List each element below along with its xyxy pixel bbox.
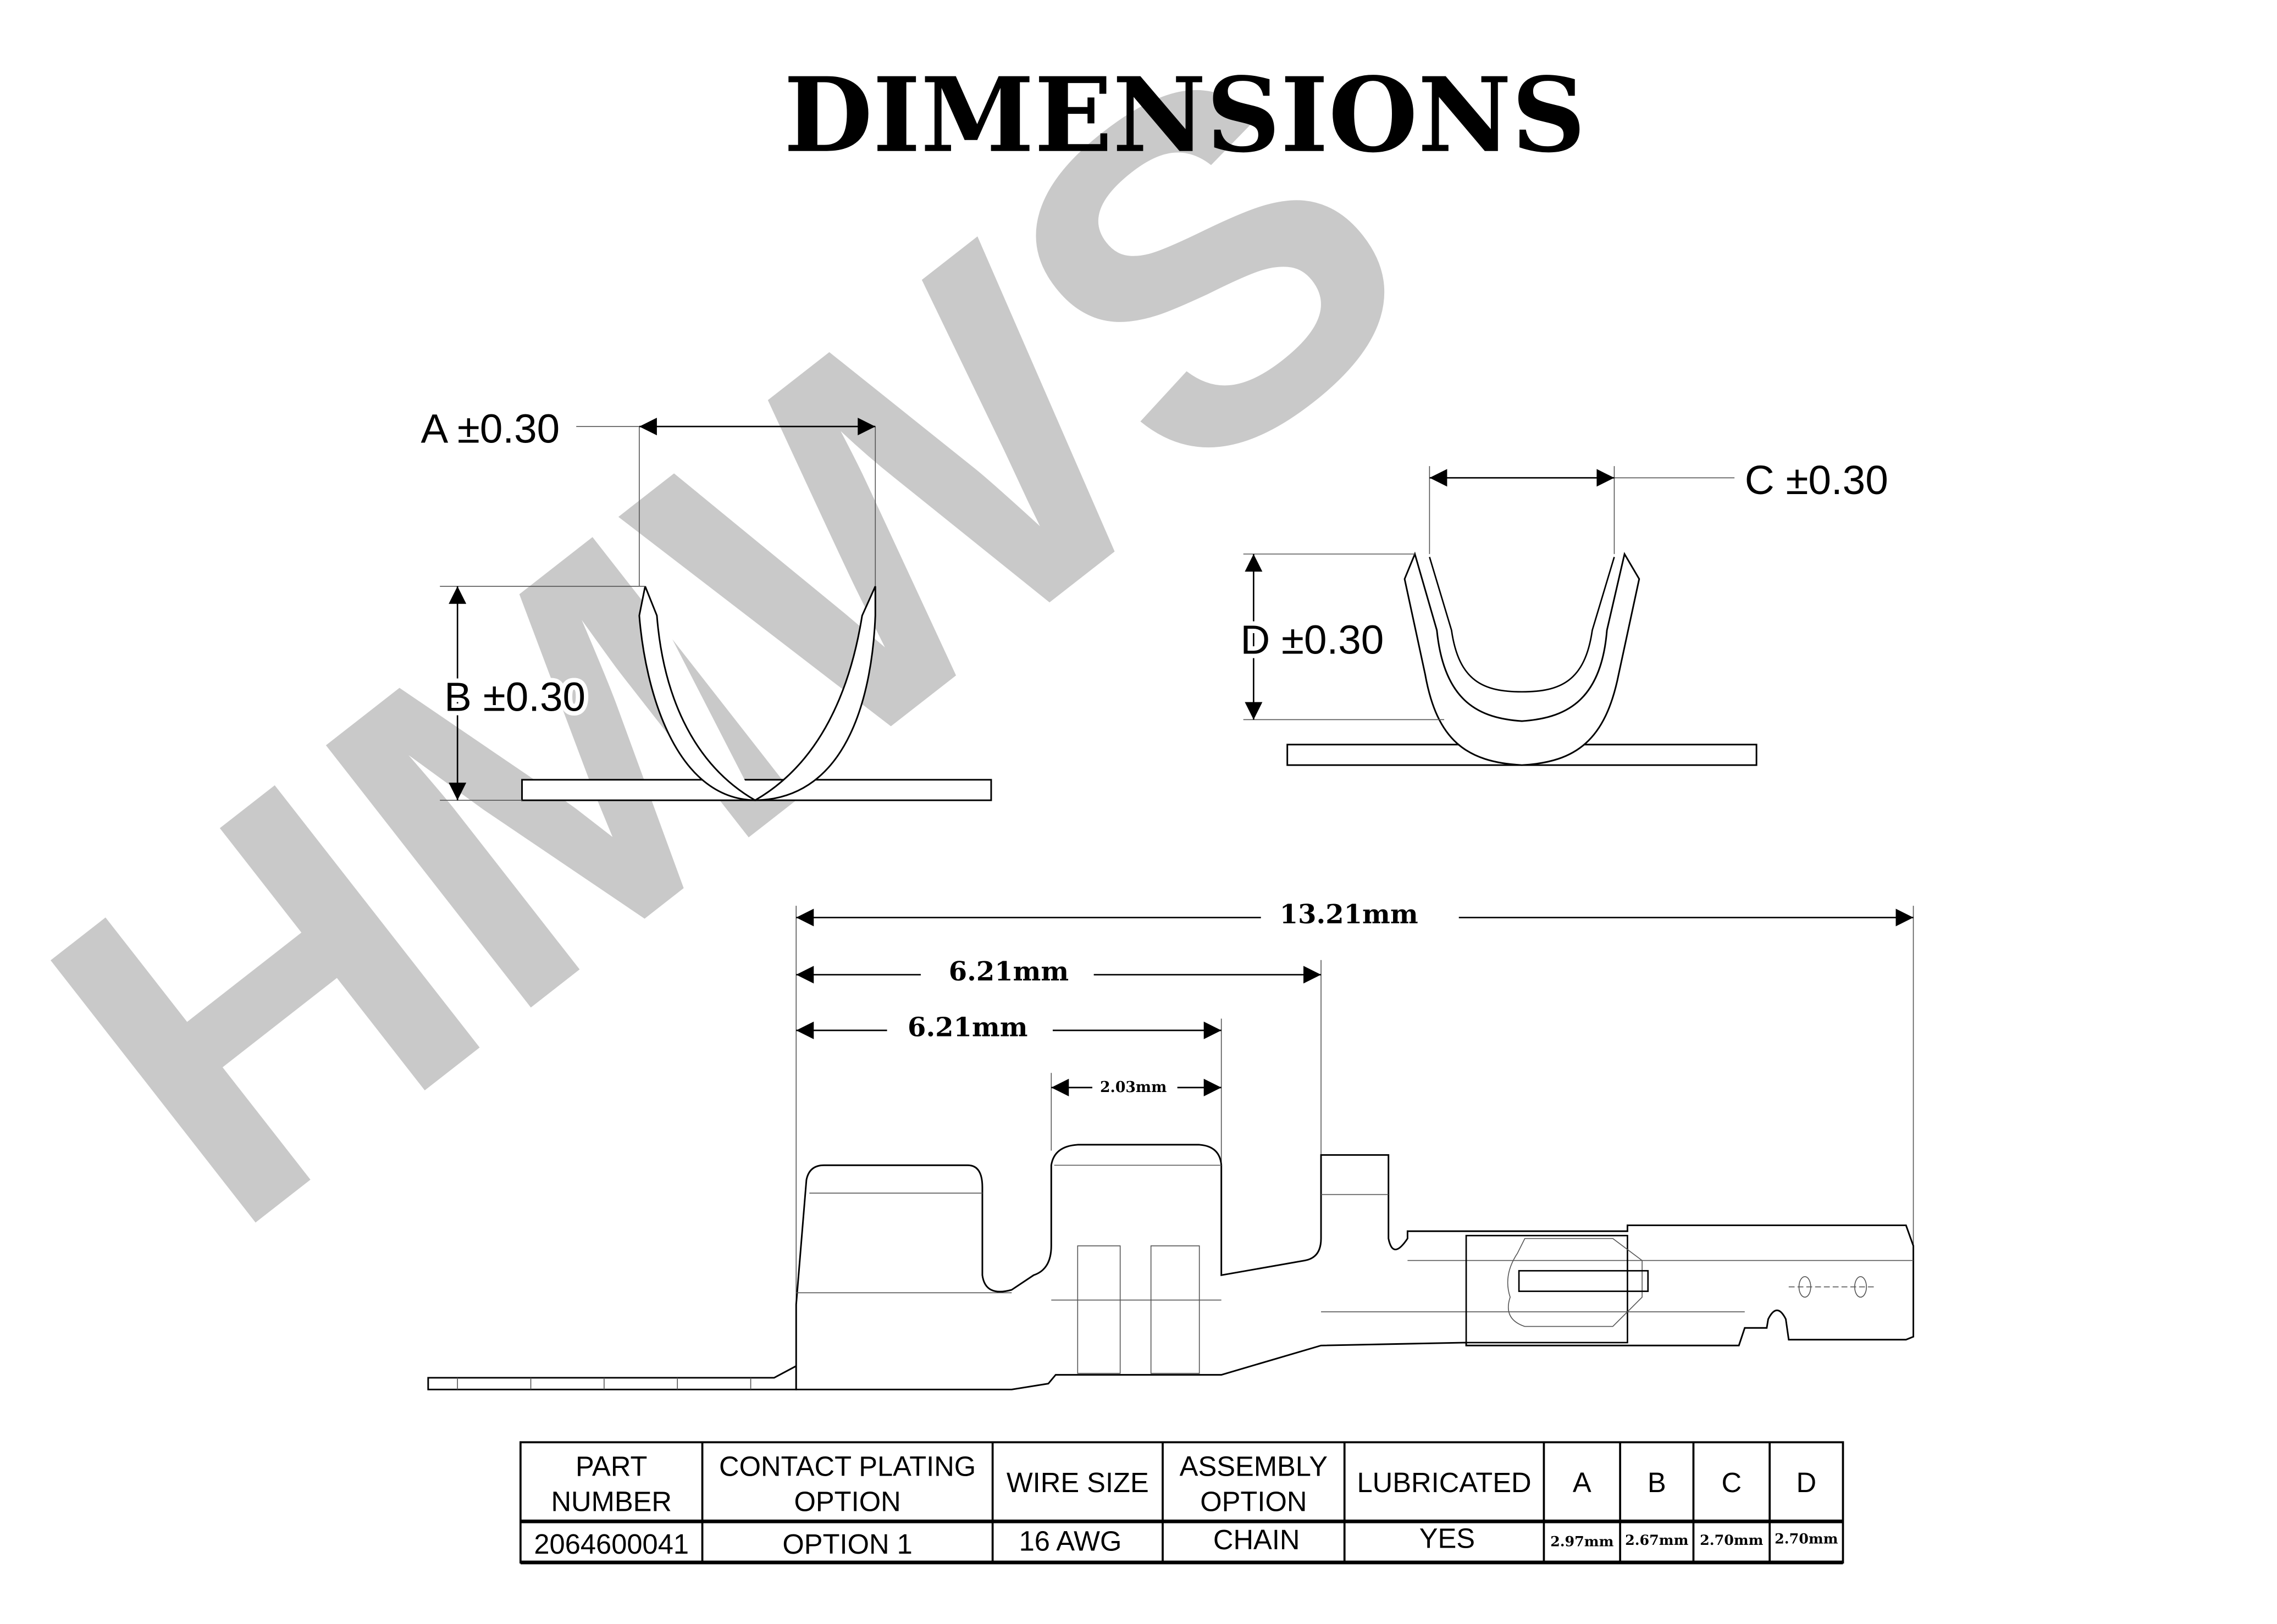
- dimension-c-label: C ±0.30: [1745, 457, 1888, 503]
- header-part-number-line2: NUMBER: [551, 1486, 672, 1517]
- cell-c: 2.70mm: [1700, 1532, 1763, 1548]
- dimension-d-label: D ±0.30: [1240, 616, 1384, 662]
- header-d: D: [1797, 1467, 1817, 1498]
- cell-contact-plating: OPTION 1: [782, 1528, 912, 1560]
- dimension-2-label: 6.21mm: [908, 1012, 1027, 1043]
- header-contact-plating-line2: OPTION: [794, 1486, 901, 1517]
- header-a: A: [1573, 1467, 1591, 1498]
- cell-wire-size: 16 AWG: [1019, 1526, 1122, 1557]
- header-assembly-option: ASSEMBLY: [1180, 1451, 1328, 1482]
- header-lubricated: LUBRICATED: [1357, 1467, 1532, 1498]
- header-c: C: [1721, 1467, 1742, 1498]
- dimension-1-label: 6.21mm: [949, 956, 1069, 987]
- spec-table: PART NUMBER CONTACT PLATING OPTION WIRE …: [519, 1441, 1844, 1565]
- side-view: 13.21mm 6.21mm 6.21mm 2.03mm: [427, 899, 1914, 1390]
- cell-a: 2.97mm: [1550, 1533, 1613, 1550]
- dimension-b-label: B ±0.30: [444, 673, 585, 719]
- dimension-a-label: A ±0.30: [421, 405, 560, 451]
- dimension-3-label: 2.03mm: [1100, 1079, 1167, 1096]
- cell-assembly-option: CHAIN: [1213, 1524, 1300, 1555]
- header-wire-size: WIRE SIZE: [1007, 1467, 1149, 1498]
- cell-part-number: 2064600041: [534, 1528, 689, 1560]
- header-part-number: PART: [576, 1451, 647, 1482]
- overall-length-label: 13.21mm: [1280, 899, 1418, 930]
- cell-b: 2.67mm: [1625, 1532, 1688, 1548]
- right-end-view: C ±0.30 D ±0.30: [1236, 457, 1888, 766]
- cell-lubricated: YES: [1419, 1522, 1475, 1554]
- header-b: B: [1648, 1467, 1666, 1498]
- left-end-view: A ±0.30 B ±0.30: [421, 405, 992, 801]
- cell-d: 2.70mm: [1775, 1530, 1838, 1547]
- page-title: DIMENSIONS: [784, 56, 1586, 176]
- header-assembly-option-line2: OPTION: [1200, 1486, 1307, 1517]
- header-contact-plating: CONTACT PLATING: [719, 1451, 976, 1482]
